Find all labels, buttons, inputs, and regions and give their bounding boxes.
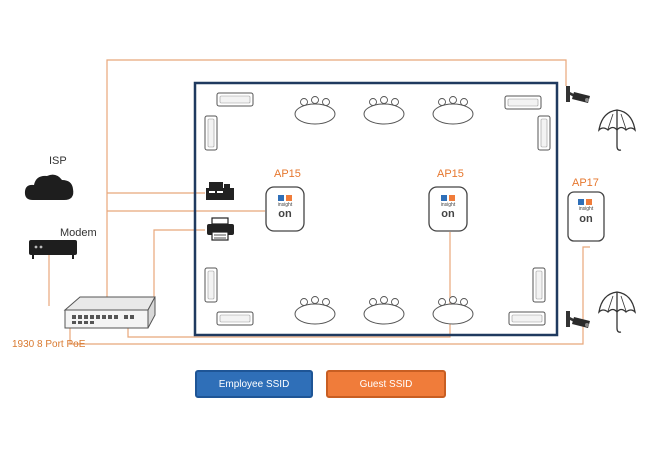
ap-brand-text: insight: [578, 206, 594, 212]
pos-register-icon: [206, 182, 234, 200]
modem-label: Modem: [60, 227, 97, 239]
switch-icon: [63, 296, 156, 329]
conference-table-icon: [363, 96, 405, 125]
isp-label: ISP: [49, 155, 67, 167]
desk-icon: [532, 267, 546, 303]
ap-brand-text: insight: [440, 202, 456, 208]
guest-ssid-legend: Guest SSID: [326, 370, 446, 398]
ap-label: AP15: [274, 168, 301, 180]
employee-ssid-legend: Employee SSID: [195, 370, 313, 398]
ap-logo-text: on: [441, 208, 455, 220]
access-point-icon: [265, 186, 305, 232]
cabling: [48, 59, 590, 345]
desk-icon: [508, 311, 546, 326]
access-point-icon: [428, 186, 468, 232]
umbrella-icon: [598, 109, 636, 151]
desk-icon: [204, 267, 218, 303]
desk-icon: [216, 311, 254, 326]
desk-icon: [537, 115, 551, 151]
desk-icon: [204, 115, 218, 151]
printer-icon: [207, 217, 234, 241]
security-camera-icon: [566, 311, 590, 328]
ap-label: AP15: [437, 168, 464, 180]
conference-table-icon: [363, 296, 405, 325]
ap-label: AP17: [572, 177, 599, 189]
modem-icon: [29, 240, 77, 259]
ap-logo-text: on: [579, 213, 593, 225]
security-camera-icon: [566, 86, 590, 103]
room-outline: [193, 81, 559, 337]
desk-icon: [216, 92, 254, 107]
desk-icon: [504, 95, 542, 110]
ap-logo-text: on: [278, 208, 292, 220]
conference-table-icon: [294, 96, 336, 125]
conference-table-icon: [294, 296, 336, 325]
umbrella-icon: [598, 291, 636, 333]
switch-label: 1930 8 Port PoE: [12, 339, 86, 350]
conference-table-icon: [432, 296, 474, 325]
conference-table-icon: [432, 96, 474, 125]
access-point-icon: [567, 191, 605, 242]
ap-brand-text: insight: [277, 202, 293, 208]
cloud-icon: [24, 174, 74, 200]
